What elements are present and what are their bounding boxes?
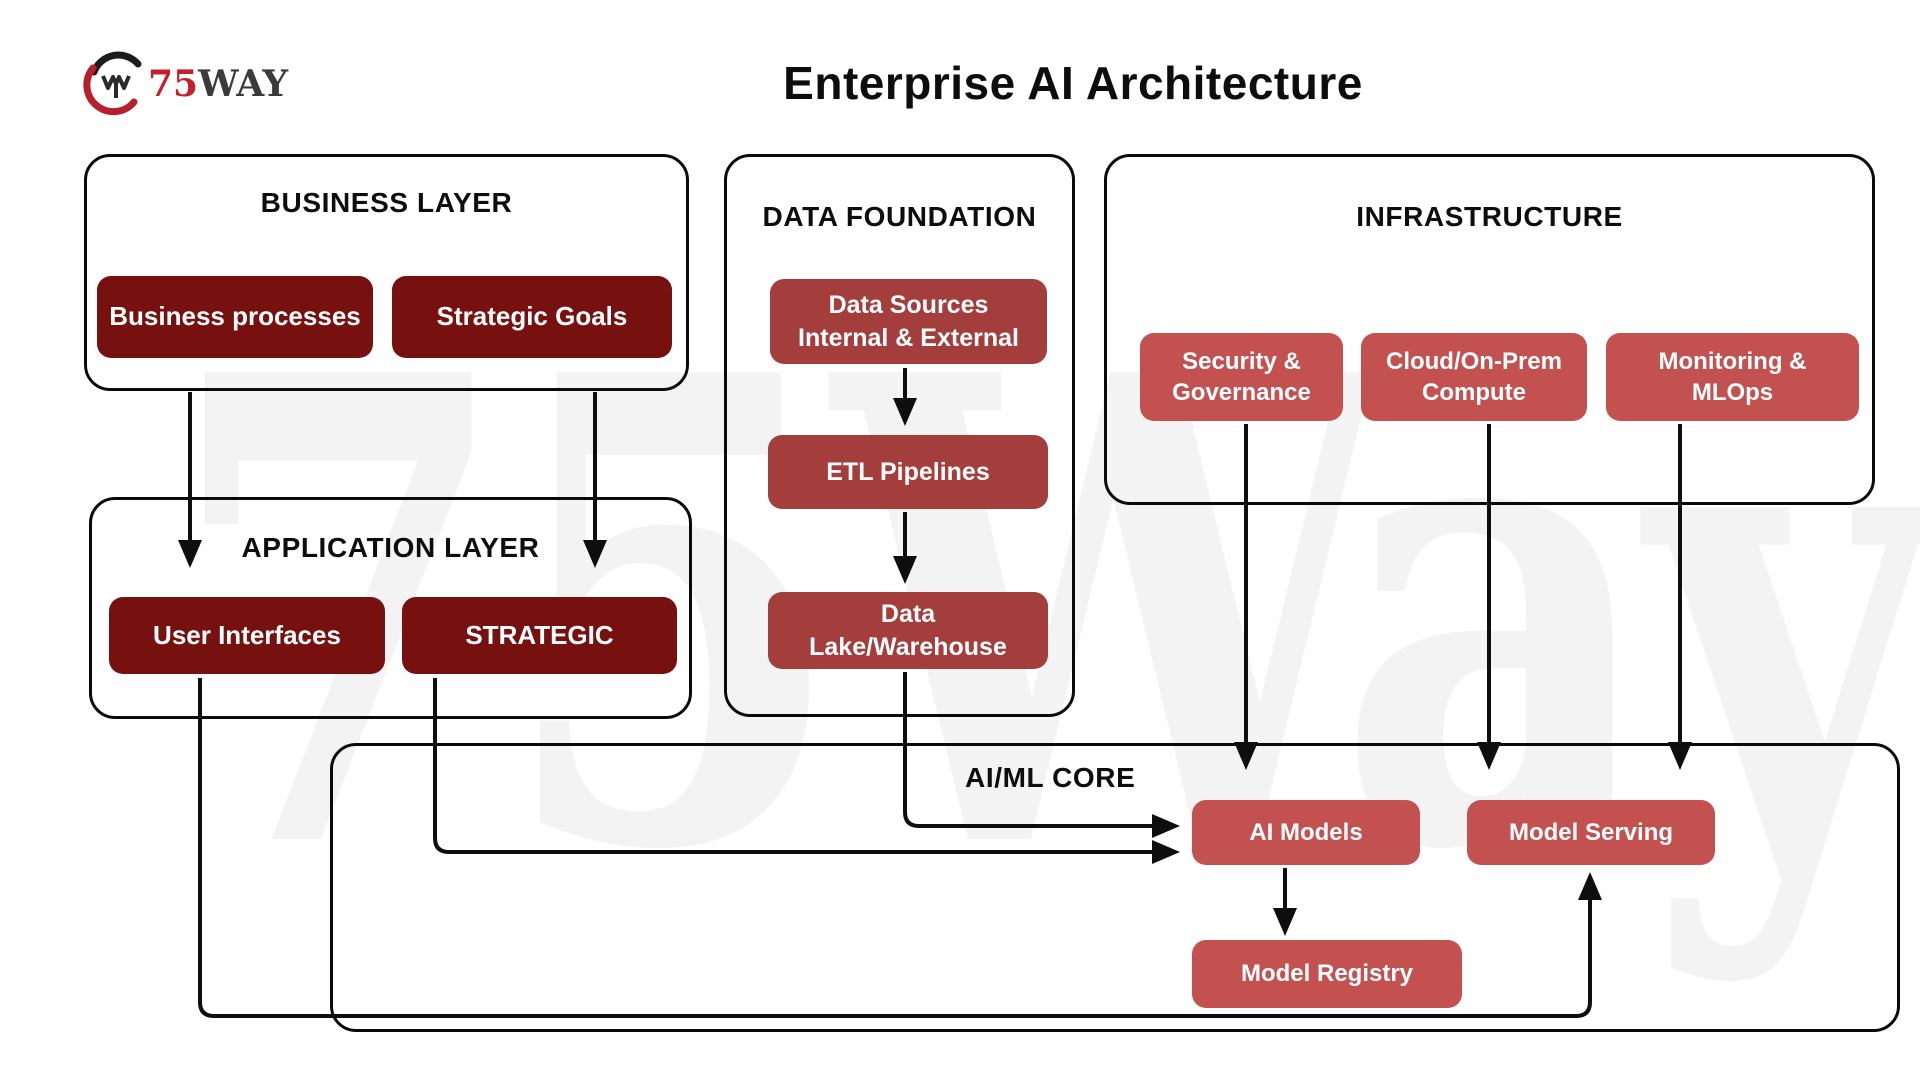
- aiml-core-title: AI/ML CORE: [965, 762, 1136, 793]
- application-layer-title: APPLICATION LAYER: [241, 532, 540, 563]
- node-security-governance: Security &Governance: [1140, 333, 1343, 421]
- business-layer-title: BUSINESS LAYER: [260, 187, 513, 218]
- infrastructure-title: INFRASTRUCTURE: [1356, 201, 1623, 232]
- page-title: Enterprise AI Architecture: [783, 57, 1363, 109]
- section-data-foundation: DATA FOUNDATION: [724, 154, 1075, 717]
- section-aiml-core: [330, 743, 1900, 1032]
- arrow-user-interfaces-to-model-serving: [198, 678, 1602, 1018]
- node-model-serving: Model Serving: [1467, 800, 1715, 865]
- node-user-interfaces: User Interfaces: [109, 597, 385, 674]
- node-monitoring-mlops: Monitoring &MLOps: [1606, 333, 1859, 421]
- company-logo: 75WAY: [82, 40, 302, 123]
- arrow-strategic-to-ai-models: [433, 678, 1180, 864]
- data-foundation-title: DATA FOUNDATION: [762, 201, 1037, 232]
- node-etl-pipelines: ETL Pipelines: [768, 435, 1048, 509]
- section-business-layer: BUSINESS LAYER: [84, 154, 689, 391]
- node-model-registry: Model Registry: [1192, 940, 1462, 1008]
- logo-bull-swoosh-icon: 75WAY: [83, 51, 289, 116]
- arrow-data-lake-to-ai-models: [903, 672, 1180, 838]
- node-ai-models: AI Models: [1192, 800, 1420, 865]
- logo-text: 75WAY: [148, 63, 289, 105]
- node-strategic-goals: Strategic Goals: [392, 276, 672, 358]
- node-strategic: STRATEGIC: [402, 597, 677, 674]
- section-application-layer: APPLICATION LAYER: [89, 497, 692, 719]
- node-business-processes: Business processes: [97, 276, 373, 358]
